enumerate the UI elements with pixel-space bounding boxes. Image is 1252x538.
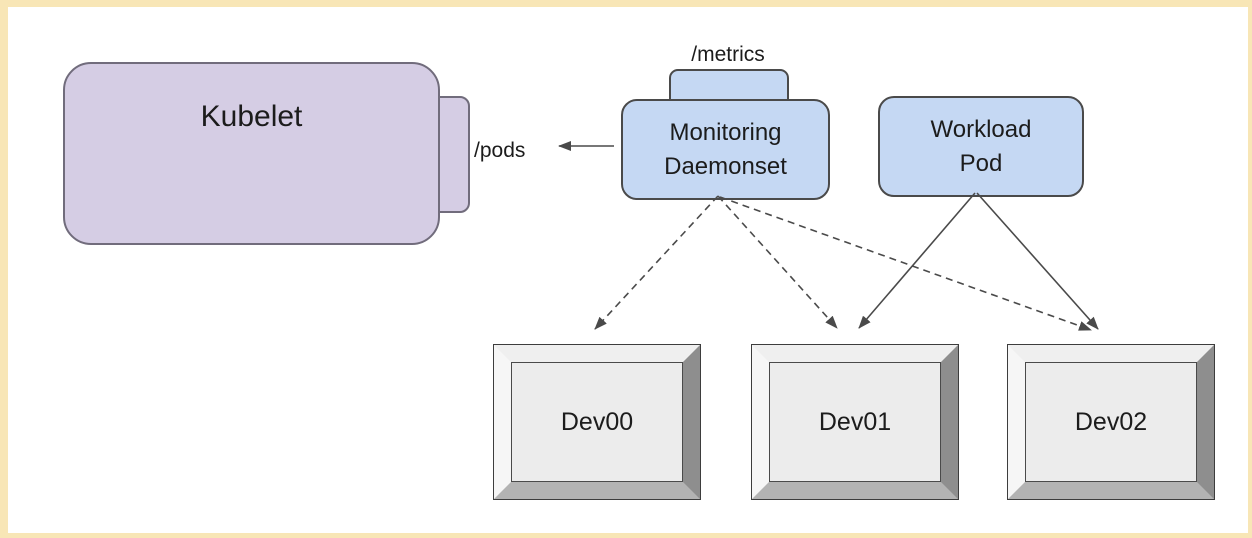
kubelet-label: Kubelet: [200, 100, 303, 133]
node-dev00: Dev00: [493, 344, 701, 500]
dev02-face: Dev02: [1025, 362, 1197, 482]
edge-monitoring-to-dev02: [719, 196, 1092, 331]
monitoring-daemonset-label: Monitoring Daemonset: [664, 116, 787, 182]
dev01-face: Dev01: [769, 362, 941, 482]
workload-label-line1: Workload: [930, 116, 1032, 144]
node-kubelet: Kubelet: [63, 62, 440, 245]
node-workload-pod: Workload Pod: [878, 96, 1084, 197]
dev00-face: Dev00: [511, 362, 683, 482]
pods-endpoint-label: /pods: [474, 139, 526, 162]
edge-workload-to-dev01: [858, 192, 976, 329]
edge-monitoring-to-dev01: [717, 195, 838, 329]
dev01-label: Dev01: [818, 407, 892, 436]
monitoring-label-line2: Daemonset: [664, 152, 787, 180]
dev02-label: Dev02: [1074, 407, 1148, 436]
node-monitoring-daemonset: Monitoring Daemonset: [621, 99, 830, 200]
monitoring-label-line1: Monitoring: [669, 119, 782, 147]
dev00-label: Dev00: [560, 407, 634, 436]
workload-label-line2: Pod: [959, 149, 1003, 177]
node-dev02: Dev02: [1007, 344, 1215, 500]
edge-workload-to-dev02: [976, 192, 1099, 330]
edge-monitoring-to-dev00: [594, 195, 719, 330]
dev00-bevel: Dev00: [494, 345, 700, 499]
dev01-bevel: Dev01: [752, 345, 958, 499]
workload-pod-label: Workload Pod: [931, 113, 1032, 179]
metrics-endpoint-label: /metrics: [691, 43, 765, 66]
dev02-bevel: Dev02: [1008, 345, 1214, 499]
node-dev01: Dev01: [751, 344, 959, 500]
